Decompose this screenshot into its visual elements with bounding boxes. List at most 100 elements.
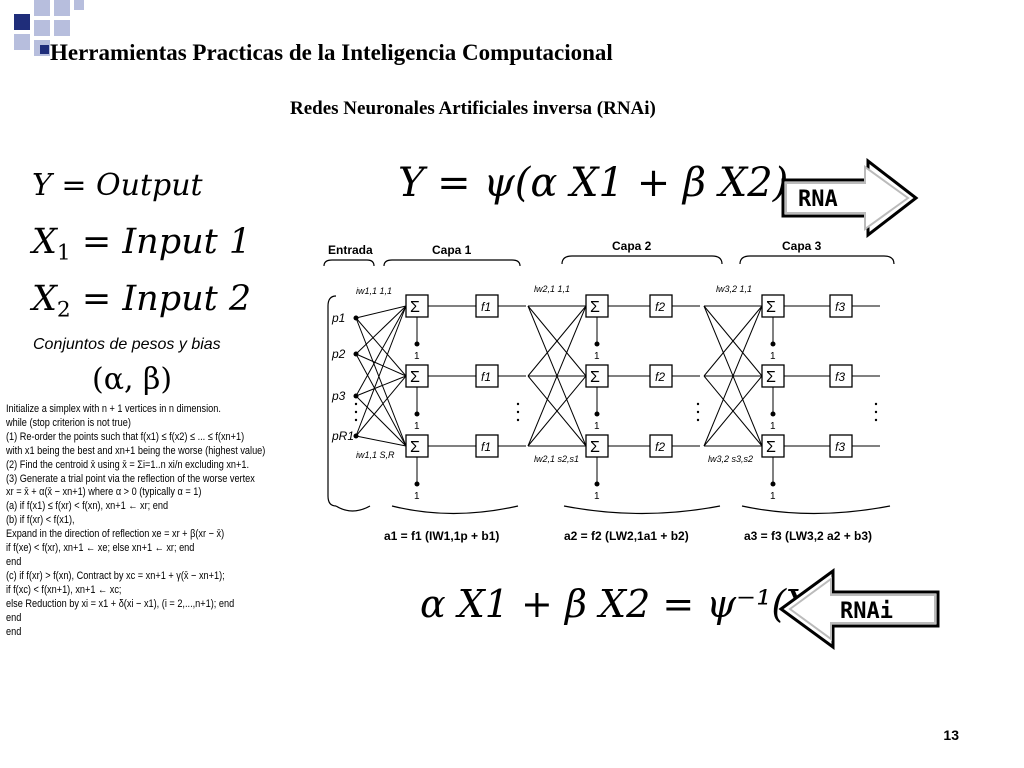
slide-subtitle: Redes Neuronales Artificiales inversa (R… xyxy=(290,98,656,119)
transfer-label: f1 xyxy=(481,300,491,314)
header-layer3: Capa 3 xyxy=(782,239,822,253)
weight-label: iw1,1 S,R xyxy=(356,450,395,460)
header-input: Entrada xyxy=(328,243,373,257)
connection-line xyxy=(355,305,407,397)
weight-label: iw1,1 1,1 xyxy=(356,286,392,296)
connection-line xyxy=(703,305,763,447)
bias-one: 1 xyxy=(770,351,776,362)
transfer-label: f1 xyxy=(481,370,491,384)
transfer-label: f1 xyxy=(481,440,491,454)
sum-symbol: Σ xyxy=(410,369,420,386)
weight-label: lw2,1 s2,s1 xyxy=(534,454,579,464)
sum-symbol: Σ xyxy=(766,299,776,316)
rnai-label: RNAi xyxy=(840,599,893,624)
algo-line: (3) Generate a trial point via the refle… xyxy=(6,472,255,485)
connection-line xyxy=(527,305,587,447)
ellipsis-dot xyxy=(696,418,700,422)
forward-equation: Y = ψ(α X1 + β X2) xyxy=(398,160,789,206)
algo-line: Expand in the direction of reflection xe… xyxy=(6,528,225,541)
bias-one: 1 xyxy=(414,491,420,502)
transfer-label: f2 xyxy=(655,300,665,314)
transfer-label: f3 xyxy=(835,440,845,454)
connection-line xyxy=(355,435,407,447)
algo-line: (c) if f(xr) > f(xn), Contract by xc = x… xyxy=(6,569,225,582)
connection-line xyxy=(355,305,407,437)
bias-node xyxy=(414,411,420,417)
weight-label: lw3,2 s3,s2 xyxy=(708,454,753,464)
connection-line xyxy=(355,317,407,447)
corner-square-dark-2 xyxy=(40,45,49,54)
connection-line xyxy=(703,375,763,447)
bias-node xyxy=(770,341,776,347)
ellipsis-dot xyxy=(354,402,358,406)
sum-symbol: Σ xyxy=(410,299,420,316)
connection-line xyxy=(355,395,407,447)
ellipsis-dot xyxy=(696,410,700,414)
x2-lhs: X xyxy=(32,279,57,319)
bias-one: 1 xyxy=(770,491,776,502)
ellipsis-dot xyxy=(354,410,358,414)
x2-sub: 2 xyxy=(56,297,71,323)
x1-sub: 1 xyxy=(56,240,71,266)
sum-symbol: Σ xyxy=(766,439,776,456)
connection-line xyxy=(355,317,407,377)
header-layer1: Capa 1 xyxy=(432,243,472,257)
algo-line: xr = x̄ + α(x̄ − xn+1) where α > 0 (typi… xyxy=(6,486,202,499)
bias-one: 1 xyxy=(594,491,600,502)
layer3-equation: a3 = f3 (LW3,2 a2 + b3) xyxy=(744,529,872,543)
header-layer2: Capa 2 xyxy=(612,239,652,253)
bias-one: 1 xyxy=(414,351,420,362)
connection-line xyxy=(355,305,407,319)
algo-line: (b) if f(xr) < f(x1), xyxy=(6,514,75,527)
alpha-beta-params: (α, β) xyxy=(92,362,173,397)
corner-square-light-7 xyxy=(74,0,84,10)
ellipsis-dot xyxy=(874,418,878,422)
bias-node xyxy=(770,411,776,417)
bias-one: 1 xyxy=(770,421,776,432)
ellipsis-dot xyxy=(516,418,520,422)
algo-line: with x1 being the best and xn+1 being th… xyxy=(6,444,266,457)
bias-one: 1 xyxy=(594,351,600,362)
corner-square-dark-1 xyxy=(14,14,30,30)
sum-symbol: Σ xyxy=(766,369,776,386)
sum-symbol: Σ xyxy=(590,369,600,386)
algo-line: Initialize a simplex with n + 1 vertices… xyxy=(6,403,221,415)
corner-square-light-5 xyxy=(54,20,70,36)
ellipsis-dot xyxy=(516,410,520,414)
bias-node xyxy=(770,481,776,487)
algo-line: (a) if f(x1) ≤ f(xr) < f(xn), xn+1 ← xr;… xyxy=(6,500,169,513)
connection-line xyxy=(355,353,407,447)
bias-one: 1 xyxy=(594,421,600,432)
weight-label: lw2,1 1,1 xyxy=(534,284,570,294)
y-lhs: Y xyxy=(32,168,52,203)
bias-node xyxy=(414,481,420,487)
bias-node xyxy=(414,341,420,347)
algo-line: if f(xe) < f(xr), xn+1 ← xe; else xn+1 ←… xyxy=(6,542,195,555)
corner-square-light-1 xyxy=(34,0,50,16)
weight-label: lw3,2 1,1 xyxy=(716,284,752,294)
algo-line: else Reduction by xi = x1 + δ(xi − x1), … xyxy=(6,597,235,610)
slide-title: Herramientas Practicas de la Inteligenci… xyxy=(50,40,613,65)
input-label: p3 xyxy=(331,389,346,403)
layer2-equation: a2 = f2 (LW2,1a1 + b2) xyxy=(564,529,689,543)
ellipsis-dot xyxy=(874,402,878,406)
transfer-label: f2 xyxy=(655,370,665,384)
layer1-equation: a1 = f1 (IW1,1p + b1) xyxy=(384,529,499,543)
input-label: p1 xyxy=(331,311,345,325)
algo-line: end xyxy=(6,555,22,568)
x1-rhs: Input 1 xyxy=(122,222,252,262)
bias-node xyxy=(594,411,600,417)
ellipsis-dot xyxy=(354,418,358,422)
connection-line xyxy=(703,305,763,377)
corner-square-light-3 xyxy=(14,34,30,50)
input-label: p2 xyxy=(331,347,346,361)
rna-label: RNA xyxy=(798,187,838,212)
ellipsis-dot xyxy=(516,402,520,406)
ellipsis-dot xyxy=(696,402,700,406)
connection-line xyxy=(355,305,407,355)
y-rhs: Output xyxy=(96,168,203,203)
x1-definition: X1 = Input 1 xyxy=(32,222,252,266)
bias-one: 1 xyxy=(414,421,420,432)
